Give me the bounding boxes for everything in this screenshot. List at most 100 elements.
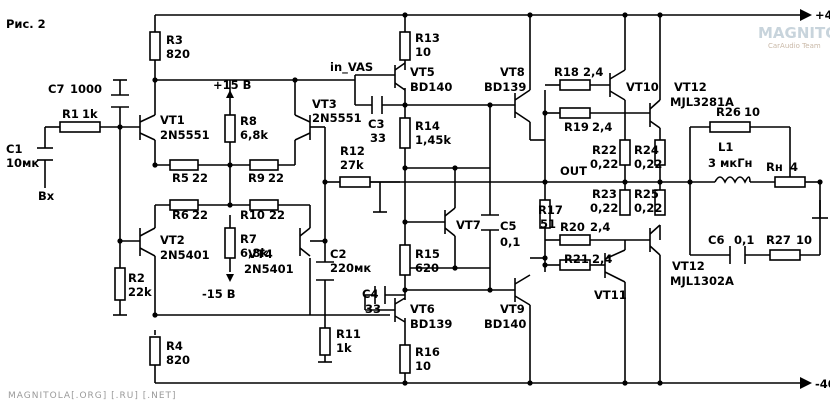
transistor-symbols [139,62,661,323]
r22-body [619,139,631,166]
c4-ref: C4 [362,287,378,301]
r26-value: 10 [744,105,760,119]
vt11-symbol [604,249,626,283]
r19-body [559,107,591,119]
out-label: OUT [560,164,587,178]
c3-ref: C3 [368,117,384,131]
r7-body [224,227,236,259]
plus40-label: +40 В [815,8,830,22]
plus15-label: +15 В [213,78,251,92]
r11-ref: R11 [336,327,361,341]
r6-body [169,199,199,211]
r25-ref: R25 [634,187,659,201]
r7-value: 6,8k [240,246,268,260]
c3-value: 33 [370,131,386,145]
vt12-lower-ref: VT12 [672,259,705,273]
r18-ref: R18 [554,65,579,79]
r4-value: 820 [166,353,190,367]
vt9-part: BD140 [484,317,526,331]
r10-ref: R10 [240,208,265,222]
r17-body [539,199,551,229]
r21-body [559,259,591,271]
r5-ref: R5 [172,171,189,185]
r24-body [654,139,666,166]
watermark-logo-sub: CarAudio Team [768,42,821,50]
rn-body [774,176,806,188]
vt12-upper-symbol [649,99,661,129]
vt3-part: 2N5551 [312,111,362,125]
c2-ref: C2 [330,247,346,261]
r1-value: 1k [82,107,98,121]
r6-value: 22 [192,208,208,222]
vt3-symbol [294,114,325,141]
capacitor-bodies [37,94,746,304]
vt8-ref: VT8 [500,65,525,79]
labels: Рис. 2 +40 В -40 В +15 В -15 В in_VAS OU… [6,8,830,391]
r10-value: 22 [269,208,285,222]
vt1-part: 2N5551 [160,128,210,142]
ground-symbols [113,9,828,389]
r27-ref: R27 [766,233,791,247]
r12-value: 27k [340,158,364,172]
resistor-bodies [59,31,806,374]
vt6-symbol [394,297,406,323]
r24-ref: R24 [634,143,659,157]
vt2-symbol [139,227,156,257]
c7-ref: C7 [48,82,64,96]
r27-body [769,249,801,261]
r9-value: 22 [268,171,284,185]
vt12-upper-part: MJL3281A [670,95,734,109]
vt8-part: BD139 [484,80,526,94]
inductor-l1-body [714,176,751,184]
r11-body [319,327,331,356]
vt10-ref: VT10 [626,80,659,94]
vt4-ref: VT4 [248,247,273,261]
minus15-arrow-icon [226,274,234,282]
r14-value: 1,45k [415,133,451,147]
plus15-arrow-icon [226,90,234,98]
c5-ref: C5 [500,219,516,233]
vt12-lower-symbol [649,224,661,256]
c6-ref: C6 [708,233,724,247]
c1-ref: C1 [6,142,22,156]
r26-body [709,121,751,133]
vt4-symbol [299,227,311,257]
r15-body [399,244,411,276]
r4-body [149,336,161,366]
r19-ref: R19 [564,120,589,134]
vt12-lower-part: MJL1302A [670,274,734,288]
r8-value: 6,8k [240,128,268,142]
rn-ref: Rн [766,160,783,174]
c4-value: 33 [365,302,381,316]
l1-value: 3 мкГн [708,156,752,170]
vt5-ref: VT5 [410,65,435,79]
vt11-ref: VT11 [594,288,627,302]
vt1-ref: VT1 [160,113,185,127]
r22-ref: R22 [592,143,617,157]
r18-body [559,79,591,91]
c1-value: 10мк [6,156,39,170]
r8-ref: R8 [240,114,257,128]
r5-body [169,159,199,171]
r3-value: 820 [166,47,190,61]
r15-value: 620 [415,261,439,275]
plus40-arrow-icon [800,9,812,21]
vt10-symbol [609,69,626,101]
watermark: MAGNITOLA CarAudio Team MAGNITOLA[.ORG] … [8,24,830,401]
r25-value: 0,22 [634,201,662,215]
r1-body [59,121,101,133]
r9-body [249,159,279,171]
r13-ref: R13 [415,31,440,45]
l1-ref: L1 [718,140,733,154]
r20-value: 2,4 [590,220,610,234]
c7-value: 1000 [70,82,102,96]
r13-body [399,31,411,61]
vt3-ref: VT3 [312,97,337,111]
r16-value: 10 [415,359,431,373]
minus40-arrow-icon [800,377,812,389]
r17-ref: R17 [538,203,563,217]
vt6-part: BD139 [410,317,452,331]
r4-ref: R4 [166,339,183,353]
vt12-upper-ref: VT12 [674,80,707,94]
